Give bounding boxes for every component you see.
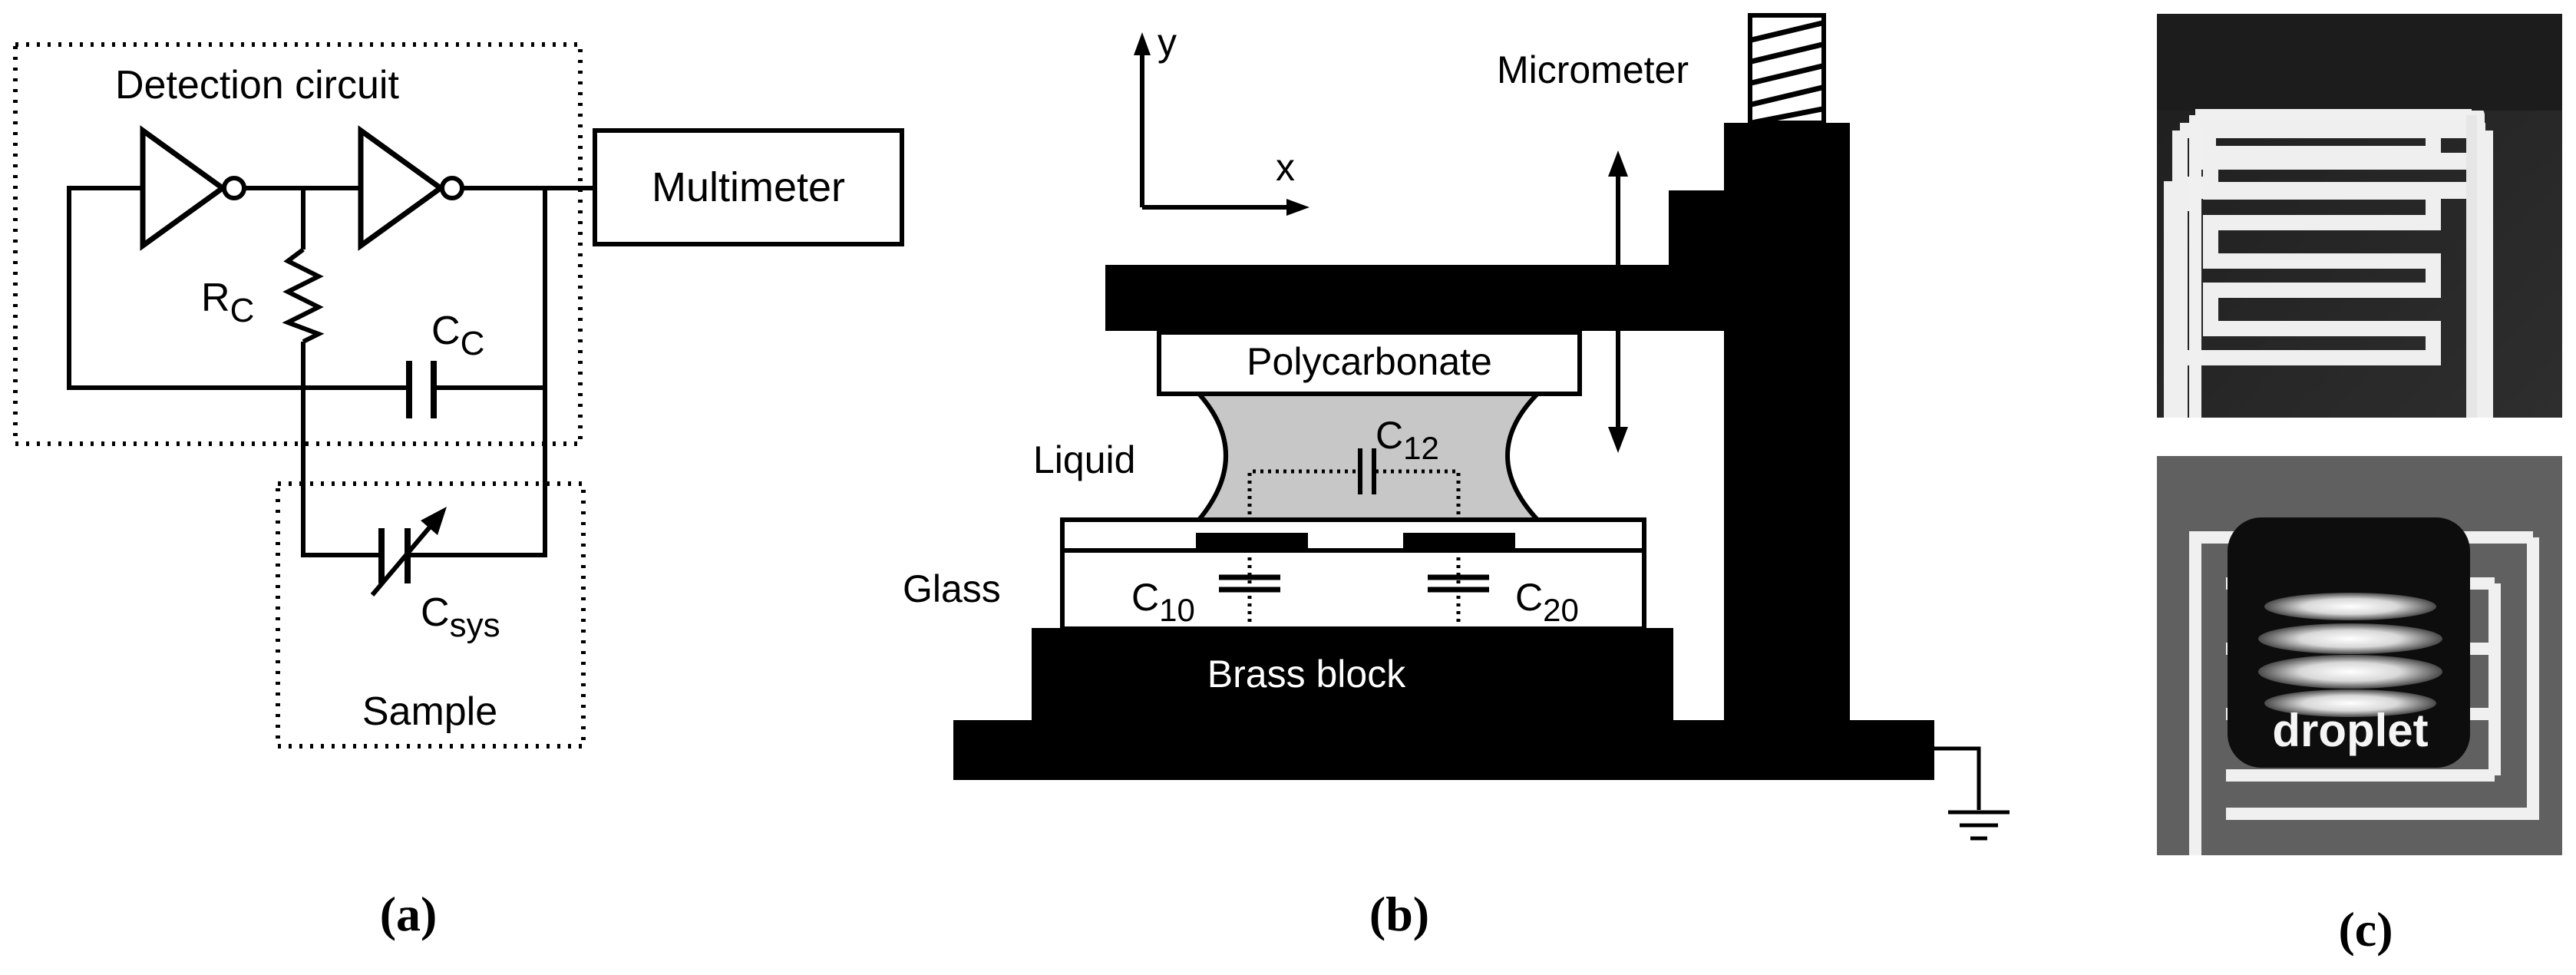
electrode-left [1196,533,1308,550]
brass-block [1032,628,1673,723]
glass-top-layer [1060,517,1646,553]
photo-droplet: droplet [2157,456,2562,855]
photo-electrodes [2157,14,2562,418]
resistor-rc [282,247,325,344]
micrometer-icon [1748,13,1826,126]
electrode-right [1403,533,1515,550]
multimeter-label: Multimeter [652,164,845,210]
liquid-label: Liquid [1033,438,1135,481]
glass-bottom-layer [1060,548,1646,631]
panel-c-photos: droplet (c) [2157,14,2562,957]
capacitor-cc [406,361,437,418]
inverter-1 [140,125,227,251]
caption-a: (a) [380,887,438,941]
capacitor-c10 [1219,550,1280,628]
detection-circuit-label: Detection circuit [115,63,399,107]
c10-label: C10 [1131,576,1195,628]
vertical-adjust-arrow [1608,150,1628,453]
capacitor-c12 [1247,448,1461,537]
axes-icon [1134,32,1309,216]
sample-label: Sample [362,689,497,734]
axis-x-label: x [1276,146,1295,189]
c20-label: C20 [1515,576,1579,628]
variable-arrow [370,507,447,597]
capacitor-c20 [1428,550,1489,628]
circuit-wires [67,186,595,557]
ground-icon [1934,746,2010,841]
axis-y-label: y [1158,21,1177,64]
panel-b-apparatus: y x Micrometer [903,13,2010,941]
finger-pattern [2172,123,2493,418]
polycarbonate-label: Polycarbonate [1247,340,1492,383]
inverter-2 [358,125,445,251]
detection-circuit-box [13,42,583,446]
droplet-label: droplet [2272,705,2428,756]
multimeter-box [593,128,904,246]
csys-label: Csys [421,590,500,644]
c12-label: C12 [1376,414,1439,466]
base-plate [953,720,1934,780]
frame [1105,123,1850,737]
cc-label: CC [431,309,484,362]
droplet-fringes [2258,593,2442,717]
caption-b: (b) [1369,887,1429,941]
glass-label: Glass [903,567,1001,610]
rc-label: RC [201,276,254,329]
inverter-1-bubble [222,176,246,200]
caption-c: (c) [2338,902,2393,957]
brass-label: Brass block [1207,653,1406,696]
sample-box [276,481,586,749]
inverter-2-bubble [440,176,464,200]
micrometer-label: Micrometer [1497,48,1689,91]
panel-a-circuit: Detection circuit RC CC Multimeter [13,42,904,941]
polycarbonate-block [1157,330,1582,396]
liquid-droplet [1194,392,1544,522]
